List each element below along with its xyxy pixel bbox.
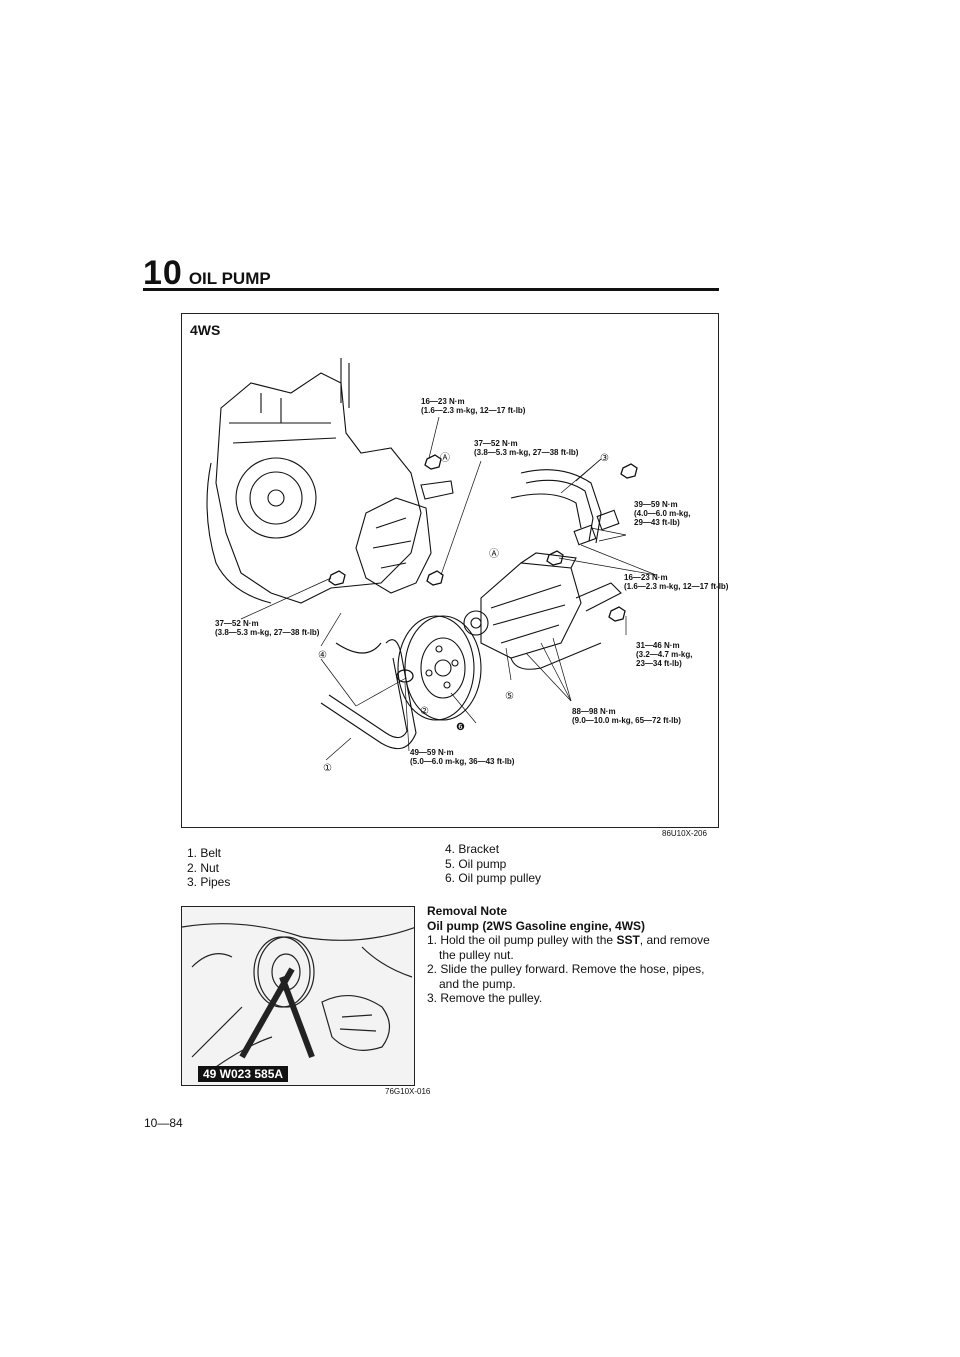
torque-spec: 16—23 N·m(1.6—2.3 m-kg, 12—17 ft-lb) [421, 397, 526, 415]
callout-a: Ⓐ [489, 549, 499, 560]
removal-note-heading: Removal Note [427, 904, 508, 918]
bracket-illustration [355, 480, 454, 594]
legend-item: 3. Pipes [187, 875, 231, 889]
callout-1: ① [323, 763, 332, 774]
removal-step: 1. Hold the oil pump pulley with the SST… [427, 933, 710, 962]
torque-spec: 49—59 N·m(5.0—6.0 m-kg, 36—43 ft-lb) [410, 748, 515, 766]
callout-3: ③ [600, 453, 609, 464]
callout-6: ❻ [456, 722, 465, 733]
photo-figure-code: 76G10X-016 [385, 1087, 431, 1096]
removal-note: Removal Note Oil pump (2WS Gasoline engi… [427, 904, 727, 1006]
belt-illustration [320, 639, 417, 750]
torque-spec: 31—46 N·m(3.2—4.7 m-kg,23—34 ft-lb) [636, 641, 693, 668]
legend-item: 2. Nut [187, 860, 220, 875]
removal-note-subheading: Oil pump (2WS Gasoline engine, 4WS) [427, 918, 646, 933]
sst-number-label: 49 W023 585A [198, 1066, 289, 1082]
callout-2: ② [420, 706, 429, 717]
parts-legend-left: 1. Belt 2. Nut 3. Pipes [187, 846, 230, 890]
legend-item: 5. Oil pump [445, 856, 507, 871]
callout-5: ⑤ [505, 691, 514, 702]
figure-variant-label: 4WS [190, 322, 221, 338]
header-rule [143, 288, 719, 291]
sst-photo-figure [181, 906, 415, 1086]
section-title: 10 OIL PUMP [143, 254, 271, 294]
torque-spec: 16—23 N·m(1.6—2.3 m-kg, 12—17 ft-lb) [624, 573, 729, 591]
legend-item: 6. Oil pump pulley [445, 871, 542, 885]
bolts-illustration [328, 454, 638, 683]
removal-step: 3. Remove the pulley. [427, 991, 543, 1005]
removal-step: 2. Slide the pulley forward. Remove the … [427, 962, 705, 991]
oil-pump-pulley-illustration [397, 615, 482, 721]
legend-item: 1. Belt [187, 846, 222, 860]
callout-a: Ⓐ [440, 453, 450, 464]
section-number: 10 [143, 254, 183, 292]
figure-code: 86U10X-206 [662, 829, 707, 838]
callout-4: ④ [318, 650, 327, 661]
removal-steps: 1. Hold the oil pump pulley with the SST… [427, 933, 727, 1006]
oil-pump-illustration [463, 552, 622, 670]
page-number: 10—84 [144, 1116, 183, 1130]
oil-pump-exploded-drawing [206, 358, 657, 761]
pipes-illustration [510, 469, 620, 546]
torque-spec: 37—52 N·m(3.8—5.3 m-kg, 27—38 ft-lb) [215, 619, 320, 637]
section-name: OIL PUMP [188, 269, 271, 288]
parts-legend-right: 4. Bracket 5. Oil pump 6. Oil pump pulle… [445, 842, 541, 886]
torque-spec: 39—59 N·m(4.0—6.0 m-kg,29—43 ft-lb) [634, 500, 691, 527]
torque-spec: 37—52 N·m(3.8—5.3 m-kg, 27—38 ft-lb) [474, 439, 579, 457]
torque-spec: 88—98 N·m(9.0—10.0 m-kg, 65—72 ft-lb) [572, 707, 681, 725]
exploded-view-figure [181, 313, 719, 828]
sst-holding-pulley-photo [182, 923, 414, 1078]
engine-block-illustration [206, 358, 422, 604]
leader-lines [240, 416, 657, 761]
legend-item: 4. Bracket [445, 842, 500, 856]
